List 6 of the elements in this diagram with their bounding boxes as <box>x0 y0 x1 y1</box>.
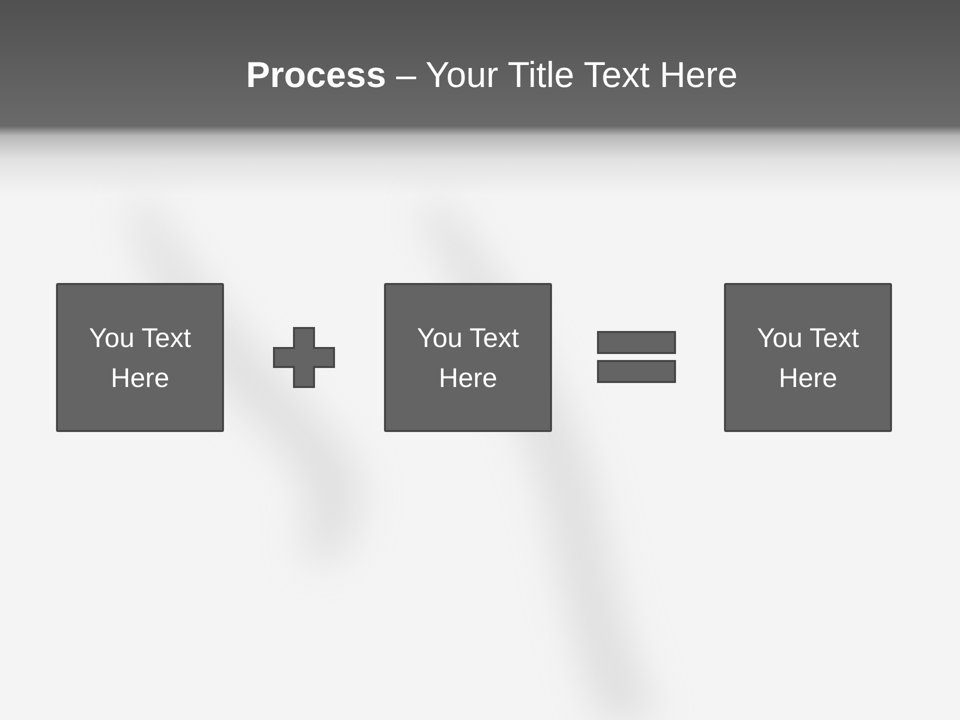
process-box: You Text Here <box>56 283 224 432</box>
equals-icon <box>597 331 676 383</box>
slide-title: Process – Your Title Text Here <box>246 53 738 97</box>
process-box: You Text Here <box>384 283 552 432</box>
process-box: You Text Here <box>724 283 892 432</box>
plus-icon <box>273 327 335 388</box>
